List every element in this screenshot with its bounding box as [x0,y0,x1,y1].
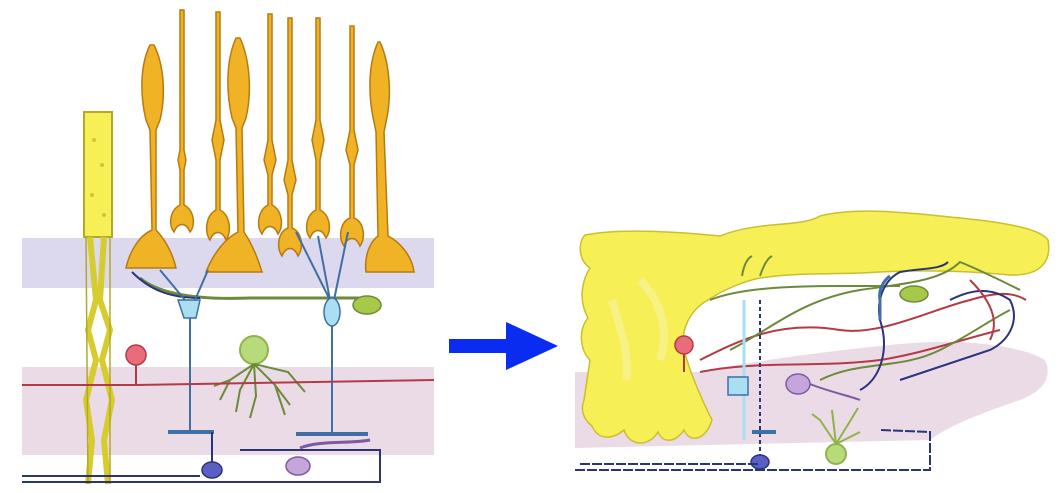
bipolar-cell-degenerated [728,377,748,395]
cone-3 [366,42,414,272]
rod-6 [341,26,364,246]
cone-1 [126,45,176,268]
rod-1 [171,10,194,232]
rod-3 [259,14,282,234]
degenerated-retina-panel [575,211,1049,470]
rod-4 [279,18,302,256]
right-arrow-icon [449,322,558,370]
horizontal-cell-degenerated [900,286,928,302]
ganglion-cell-degenerated [786,374,810,394]
photoreceptor-layer [126,10,414,272]
healthy-retina-panel [22,10,434,484]
rod-5 [307,18,330,238]
rod-2 [207,12,230,240]
